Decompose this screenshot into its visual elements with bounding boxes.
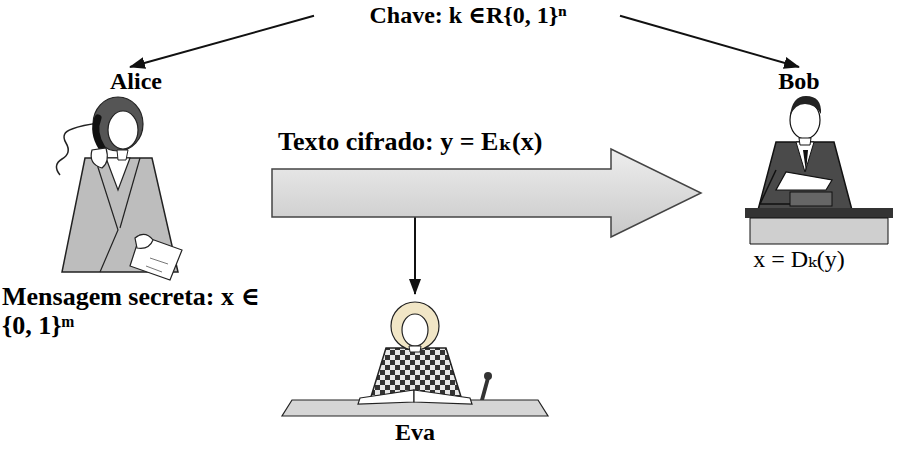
alice-node: AliceMensagem secreta: x ∈ {0, 1}ᵐ [2,68,270,341]
eva-node: Eva [285,295,545,447]
edge-label: Texto cifrado: y = Eₖ(x) [274,127,546,157]
arrow-connector [620,16,799,67]
figure-space [285,295,545,419]
transmission-arrow [272,149,701,237]
figure-space [705,96,893,246]
key-label: Chave: k ∈R{0, 1}ⁿ [318,2,618,30]
bob-node: Bob x = Dₖ(y) [705,68,893,273]
bob-figure [745,96,893,244]
figure-space [2,96,270,282]
node-title: Bob [705,68,893,96]
node-title: Chave: k ∈R{0, 1}ⁿ [318,2,618,30]
node-text: x = Dₖ(y) [705,246,893,274]
eva-figure [282,302,548,416]
arrow-connector [130,16,314,67]
alice-figure [56,97,182,280]
node-text: Mensagem secreta: x ∈ {0, 1}ᵐ [2,282,270,342]
node-title: Eva [285,419,545,447]
node-title: Alice [2,68,270,96]
